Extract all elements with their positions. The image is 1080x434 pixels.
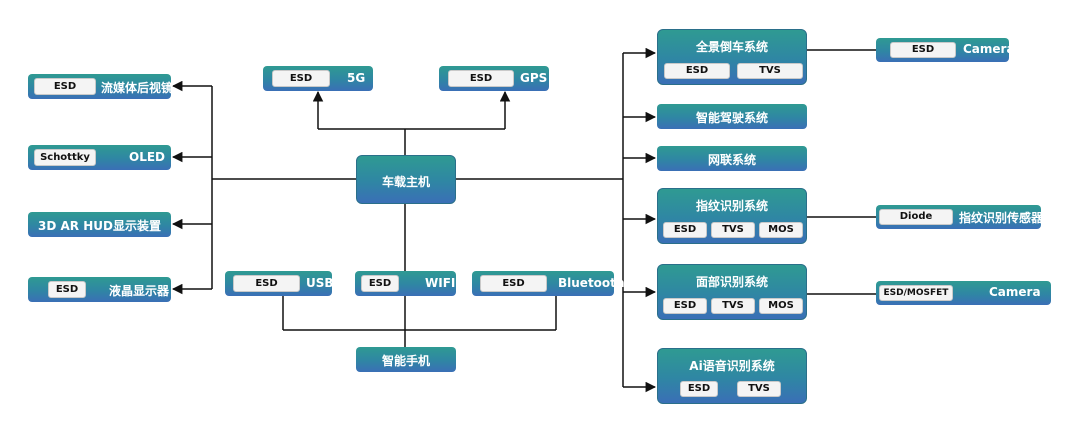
usb-label: USB xyxy=(306,276,334,290)
panorama-chip-tvs: TVS xyxy=(737,63,803,79)
network-system: 网联系统 xyxy=(657,146,807,171)
oled-node: Schottky OLED xyxy=(28,145,171,170)
fingerprint-title: 指纹识别系统 xyxy=(695,199,768,213)
usb-chip: ESD xyxy=(233,275,300,292)
hud-node: 3D AR HUD显示装置 xyxy=(28,212,171,237)
wifi-chip: ESD xyxy=(361,275,399,292)
wifi-label: WIFI xyxy=(425,276,456,290)
5g-node: ESD 5G xyxy=(263,66,373,91)
fingerprint-chip-tvs: TVS xyxy=(711,222,755,238)
voice-system: Ai语音识别系统 ESD TVS xyxy=(657,348,807,404)
5g-chip: ESD xyxy=(272,70,330,87)
face-chip-tvs: TVS xyxy=(711,298,755,314)
bluetooth-chip: ESD xyxy=(480,275,547,292)
mirror-node: ESD 流媒体后视镜 xyxy=(28,74,174,99)
face-camera-label: Camera xyxy=(989,285,1041,299)
voice-chip-tvs: TVS xyxy=(737,381,781,397)
panorama-title: 全景倒车系统 xyxy=(695,40,768,54)
fingerprint-chip-esd: ESD xyxy=(663,222,707,238)
usb-node: ESD USB xyxy=(225,271,334,296)
bluetooth-node: ESD Bluetooth xyxy=(472,271,624,296)
voice-chip-esd: ESD xyxy=(680,381,718,397)
gps-chip: ESD xyxy=(448,70,514,87)
host-label: 车载主机 xyxy=(381,175,430,189)
network-title: 网联系统 xyxy=(707,153,756,167)
face-chip-esd: ESD xyxy=(663,298,707,314)
panorama-chip-esd: ESD xyxy=(664,63,730,79)
voice-title: Ai语音识别系统 xyxy=(689,359,775,373)
face-camera-part: ESD/MOSFET Camera xyxy=(876,281,1051,305)
panorama-camera-label: Camera xyxy=(963,42,1015,56)
hud-label: 3D AR HUD显示装置 xyxy=(38,219,161,233)
phone-node: 智能手机 xyxy=(356,347,456,372)
fingerprint-sensor-part: Diode 指纹识别传感器 xyxy=(876,205,1044,229)
lcd-label: 液晶显示器 xyxy=(109,284,170,298)
face-title: 面部识别系统 xyxy=(695,275,768,289)
face-system: 面部识别系统 ESD TVS MOS xyxy=(657,264,807,320)
fingerprint-sensor-chip: Diode xyxy=(879,209,953,225)
mirror-label: 流媒体后视镜 xyxy=(101,81,174,95)
fingerprint-sensor-label: 指纹识别传感器 xyxy=(959,211,1044,225)
panorama-camera-chip: ESD xyxy=(890,42,956,58)
phone-label: 智能手机 xyxy=(381,354,430,368)
fingerprint-chip-mos: MOS xyxy=(759,222,803,238)
oled-label: OLED xyxy=(129,150,166,164)
host-node: 车载主机 xyxy=(356,155,456,204)
gps-label: GPS xyxy=(520,71,548,85)
bluetooth-label: Bluetooth xyxy=(558,276,625,290)
gps-node: ESD GPS xyxy=(439,66,549,91)
panorama-camera-part: ESD Camera xyxy=(876,38,1015,62)
lcd-chip: ESD xyxy=(48,281,86,298)
drive-system: 智能驾驶系统 xyxy=(657,104,807,129)
wifi-node: ESD WIFI xyxy=(355,271,456,296)
oled-chip: Schottky xyxy=(34,149,96,166)
panorama-system: 全景倒车系统 ESD TVS xyxy=(657,29,807,85)
face-camera-chip: ESD/MOSFET xyxy=(879,285,953,301)
fingerprint-system: 指纹识别系统 ESD TVS MOS xyxy=(657,188,807,244)
drive-title: 智能驾驶系统 xyxy=(695,111,768,125)
mirror-chip: ESD xyxy=(34,78,96,95)
face-chip-mos: MOS xyxy=(759,298,803,314)
lcd-node: ESD 液晶显示器 xyxy=(28,277,171,302)
5g-label: 5G xyxy=(347,71,366,85)
